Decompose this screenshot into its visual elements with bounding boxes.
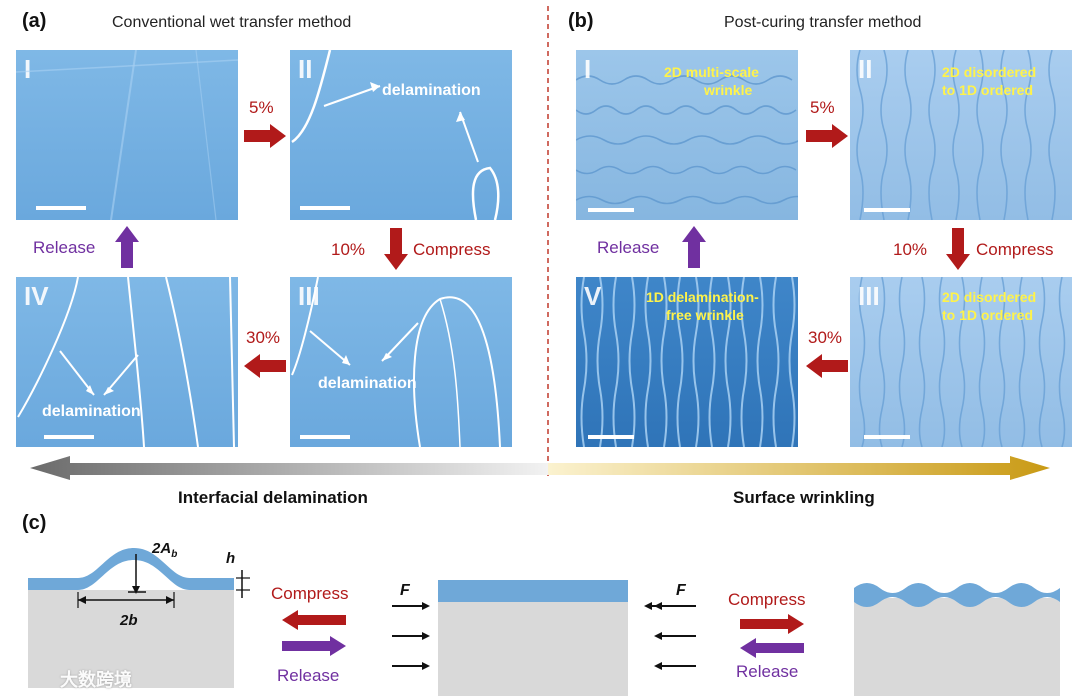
micrograph-b-2: II 2D disordered to 1D ordered xyxy=(850,50,1072,220)
compress-label: Compress xyxy=(271,584,349,603)
release-arrow-up-icon xyxy=(115,226,139,268)
micrograph-b-3: III 2D disordered to 1D ordered xyxy=(850,277,1072,447)
panel-b-title: Post-curing transfer method xyxy=(724,14,922,31)
compress-arrow-right-icon xyxy=(806,124,848,148)
micrograph-a-3: III delamination xyxy=(290,277,512,447)
wrinkled-film-schematic xyxy=(854,583,1060,696)
compress-arrow-left-icon xyxy=(806,354,848,378)
panel-c-label: (c) xyxy=(22,512,47,534)
wavelength-label: 2b xyxy=(120,612,138,629)
release-label: Release xyxy=(277,666,340,685)
wrinkle-caption-line2: to 1D ordered xyxy=(942,307,1034,323)
amplitude-label: 2Ab xyxy=(152,540,178,560)
watermark: 大数跨境 xyxy=(60,670,132,690)
image-index-label: V xyxy=(584,281,602,311)
scale-bar xyxy=(864,208,910,212)
scale-bar xyxy=(36,206,86,210)
micrograph-texture xyxy=(16,50,238,220)
micrograph-b-1: I 2D multi-scale wrinkle xyxy=(576,50,798,220)
delamination-label: delamination xyxy=(42,403,141,420)
wrinkle-caption-line1: 2D disordered xyxy=(942,64,1037,80)
panel-a-label: (a) xyxy=(22,10,47,32)
release-label: Release xyxy=(33,238,96,257)
compress-arrow-right-icon xyxy=(740,614,804,634)
wrinkle-caption-line1: 1D delamination- xyxy=(646,289,759,305)
compress-label: Compress xyxy=(976,240,1054,259)
scale-bar xyxy=(864,435,910,439)
gradient-arrow xyxy=(30,456,1050,480)
strain-label-30: 30% xyxy=(246,328,281,347)
interfacial-delamination-label: Interfacial delamination xyxy=(178,488,368,507)
scale-bar xyxy=(300,435,350,439)
force-label-right: F xyxy=(676,582,686,599)
scale-bar xyxy=(588,435,634,439)
strain-label-30: 30% xyxy=(808,328,843,347)
wrinkle-caption-line1: 2D disordered xyxy=(942,289,1037,305)
strain-label-10: 10% xyxy=(893,240,928,259)
force-arrows-right-icon xyxy=(654,602,696,670)
force-label-left: F xyxy=(400,582,410,599)
micrograph-b-5: V 1D delamination- free wrinkle xyxy=(576,277,798,447)
thickness-label: h xyxy=(226,550,236,567)
scale-bar xyxy=(44,435,94,439)
image-index-label: I xyxy=(584,54,592,84)
micrograph-a-4: IV delamination xyxy=(16,277,238,447)
scale-bar xyxy=(588,208,634,212)
wrinkle-caption-line1: 2D multi-scale xyxy=(664,64,759,80)
compress-arrow-left-icon xyxy=(244,354,286,378)
image-index-label: III xyxy=(298,281,320,311)
compress-label: Compress xyxy=(413,240,491,259)
release-label: Release xyxy=(736,662,799,681)
surface-wrinkling-label: Surface wrinkling xyxy=(733,488,875,507)
image-index-label: IV xyxy=(24,281,49,311)
strain-label-5: 5% xyxy=(810,98,835,117)
strain-label-10: 10% xyxy=(331,240,366,259)
image-index-label: I xyxy=(24,54,32,84)
release-arrow-up-icon xyxy=(682,226,706,268)
image-index-label: II xyxy=(298,54,313,84)
compress-arrow-right-icon xyxy=(244,124,286,148)
release-arrow-left-icon xyxy=(740,638,804,658)
wrinkle-texture xyxy=(858,277,1066,447)
delamination-outline xyxy=(291,50,500,220)
compress-arrow-down-icon xyxy=(384,228,408,270)
wrinkle-caption-line2: to 1D ordered xyxy=(942,82,1034,98)
panel-a-title: Conventional wet transfer method xyxy=(112,14,352,31)
delamination-outline xyxy=(291,277,501,447)
strain-label-5: 5% xyxy=(249,98,274,117)
release-arrow-right-icon xyxy=(282,636,346,656)
flat-film-schematic xyxy=(392,580,676,696)
wrinkle-caption-line2: free wrinkle xyxy=(666,307,744,323)
micrograph-a-1: I xyxy=(16,50,238,220)
compress-label: Compress xyxy=(728,590,806,609)
wrinkle-texture xyxy=(576,75,798,205)
panel-b-label: (b) xyxy=(568,10,594,32)
compress-arrow-left-icon xyxy=(282,610,346,630)
delamination-label: delamination xyxy=(318,375,417,392)
wrinkle-texture xyxy=(580,277,796,447)
compress-arrow-down-icon xyxy=(946,228,970,270)
image-index-label: II xyxy=(858,54,873,84)
panel-divider xyxy=(547,6,549,476)
release-label: Release xyxy=(597,238,660,257)
image-index-label: III xyxy=(858,281,880,311)
delamination-outline xyxy=(17,277,235,447)
micrograph-a-2: II delamination xyxy=(290,50,512,220)
buckle-delamination-schematic xyxy=(28,548,250,688)
scale-bar xyxy=(300,206,350,210)
wrinkle-texture xyxy=(856,50,1056,220)
delamination-label: delamination xyxy=(382,82,481,99)
wrinkle-caption-line2: wrinkle xyxy=(704,82,753,98)
